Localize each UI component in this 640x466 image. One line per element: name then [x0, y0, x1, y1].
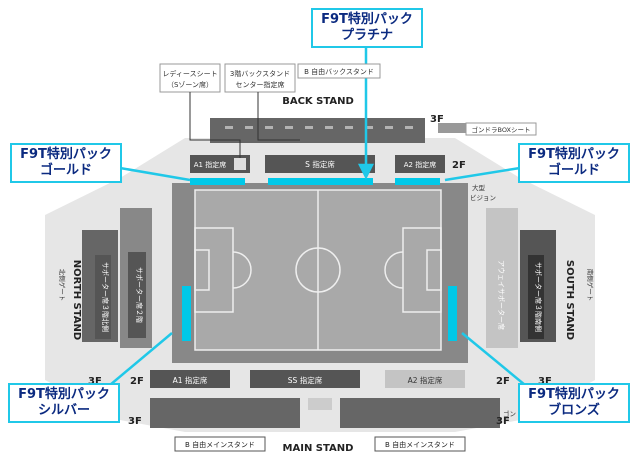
callout-bronze: F9T特別パック ブロンズ [518, 383, 630, 423]
ss-reserved-label: SS 指定席 [288, 375, 323, 385]
center-label-line2: センター指定席 [236, 80, 285, 89]
floor-3f-right-bottom: 3F [496, 416, 510, 427]
callout-gold-left-line2: ゴールド [39, 162, 92, 178]
callout-platinum-line1: F9T特別パック [321, 12, 413, 27]
vision-line1: 大型 [472, 183, 486, 192]
center-pointer [257, 92, 300, 141]
supporter-3f-south-label: サポーター席３階南側 [534, 262, 543, 332]
ladies-label-box [159, 63, 221, 93]
floor-3f-left: 3F [88, 376, 102, 387]
gondola-label-box [465, 122, 537, 136]
silver-leader [109, 332, 173, 386]
gold-right-leader [444, 166, 521, 182]
callout-gold-right-line2: ゴールド [547, 162, 600, 178]
callout-silver-line2: シルバー [37, 402, 90, 418]
south-stand-label: SOUTH STAND [564, 260, 575, 340]
ladies-label-line1: レディースシート [162, 69, 217, 78]
a2-top-label: A2 指定席 [404, 160, 436, 169]
callout-gold-right-line1: F9T特別パック [528, 147, 620, 162]
right-goal-box [426, 249, 442, 291]
north-supporter-3f [95, 255, 111, 339]
callout-gold-left: F9T特別パック ゴールド [10, 143, 122, 183]
main-3f-right-block [340, 398, 500, 428]
floor-2f-left: 2F [130, 376, 144, 387]
floor-2f-right: 2F [452, 160, 466, 171]
gondola-bottom-label: ゴン [503, 409, 516, 418]
south-gate-label: 南側ゲート [586, 269, 595, 302]
north-stand-label: NORTH STAND [71, 260, 82, 340]
floor-2f-right-bottom: 2F [496, 376, 510, 387]
b-back-label-box [297, 63, 381, 79]
callout-silver: F9T特別パック シルバー [8, 383, 120, 423]
gold-right-zone [395, 178, 440, 185]
main-2f-a1-block [150, 370, 230, 388]
center-label-line1: 3階バックスタンド [230, 69, 290, 78]
callout-gold-left-line1: F9T特別パック [20, 147, 112, 162]
vision-line2: ビジョン [470, 193, 496, 202]
main-3f-left-block [150, 398, 300, 428]
callout-platinum-line2: プラチナ [340, 27, 393, 43]
bronze-leader [461, 332, 526, 386]
b-main-left-label-box [174, 436, 266, 452]
gondola-top-label: ゴンドラBOXシート [472, 125, 531, 134]
gold-left-zone [190, 178, 245, 185]
north-supporter-2f [128, 252, 146, 338]
north-gate-label: 北側ゲート [58, 269, 67, 302]
callout-bronze-line2: ブロンズ [548, 402, 600, 418]
center-circle [295, 247, 341, 293]
gondola-box [438, 123, 466, 133]
away-supporter-label: アウェイサポーター席 [497, 260, 506, 330]
bronze-zone [448, 286, 457, 341]
supporter-3f-north-label: サポーター席３階北側 [101, 262, 110, 332]
callout-silver-line1: F9T特別パック [18, 387, 110, 402]
supporter-2f-label: サポーター席２階 [135, 267, 144, 323]
silver-zone [182, 286, 191, 341]
center-label-box [224, 63, 296, 93]
back-3f-block [210, 118, 425, 143]
main-2f-ss-block [250, 370, 360, 388]
ladies-pointer [189, 92, 241, 158]
a1-top-label: A1 指定席 [194, 160, 226, 169]
b-back-label: B 自由バックスタンド [304, 67, 374, 76]
callout-gold-right: F9T特別パック ゴールド [518, 143, 630, 183]
platinum-arrowhead [357, 163, 375, 180]
floor-3f-top: 3F [430, 114, 444, 125]
south-supporter-3f [528, 255, 544, 339]
back-stand-label: BACK STAND [282, 96, 354, 107]
main-entrance [308, 398, 332, 410]
right-arc [384, 251, 404, 289]
ladies-seat-block [234, 158, 246, 170]
callout-platinum: F9T特別パック プラチナ [311, 8, 423, 48]
callout-bronze-line1: F9T特別パック [528, 387, 620, 402]
left-arc [232, 251, 252, 289]
s-reserved-label: S 指定席 [305, 159, 335, 169]
back-2f-a2-block [395, 155, 445, 173]
main-stand-label: MAIN STAND [283, 443, 354, 454]
a1-bottom-label: A1 指定席 [173, 375, 208, 385]
back-3f-rows [225, 126, 413, 129]
left-goal-box [194, 249, 210, 291]
away-supporter-block [490, 252, 508, 338]
ladies-label-line2: （Sゾーン席） [167, 80, 213, 89]
back-2f-s-block [265, 155, 375, 173]
floor-3f-left-bottom: 3F [128, 416, 142, 427]
main-2f-a2-block [385, 370, 465, 388]
a2-bottom-label: A2 指定席 [408, 375, 443, 385]
platinum-zone [268, 178, 373, 185]
b-main-right-label-box [374, 436, 466, 452]
floor-3f-right: 3F [538, 376, 552, 387]
b-main-left-label: B 自由メインスタンド [185, 440, 255, 449]
gold-left-leader [119, 166, 191, 182]
b-main-right-label: B 自由メインスタンド [385, 440, 455, 449]
